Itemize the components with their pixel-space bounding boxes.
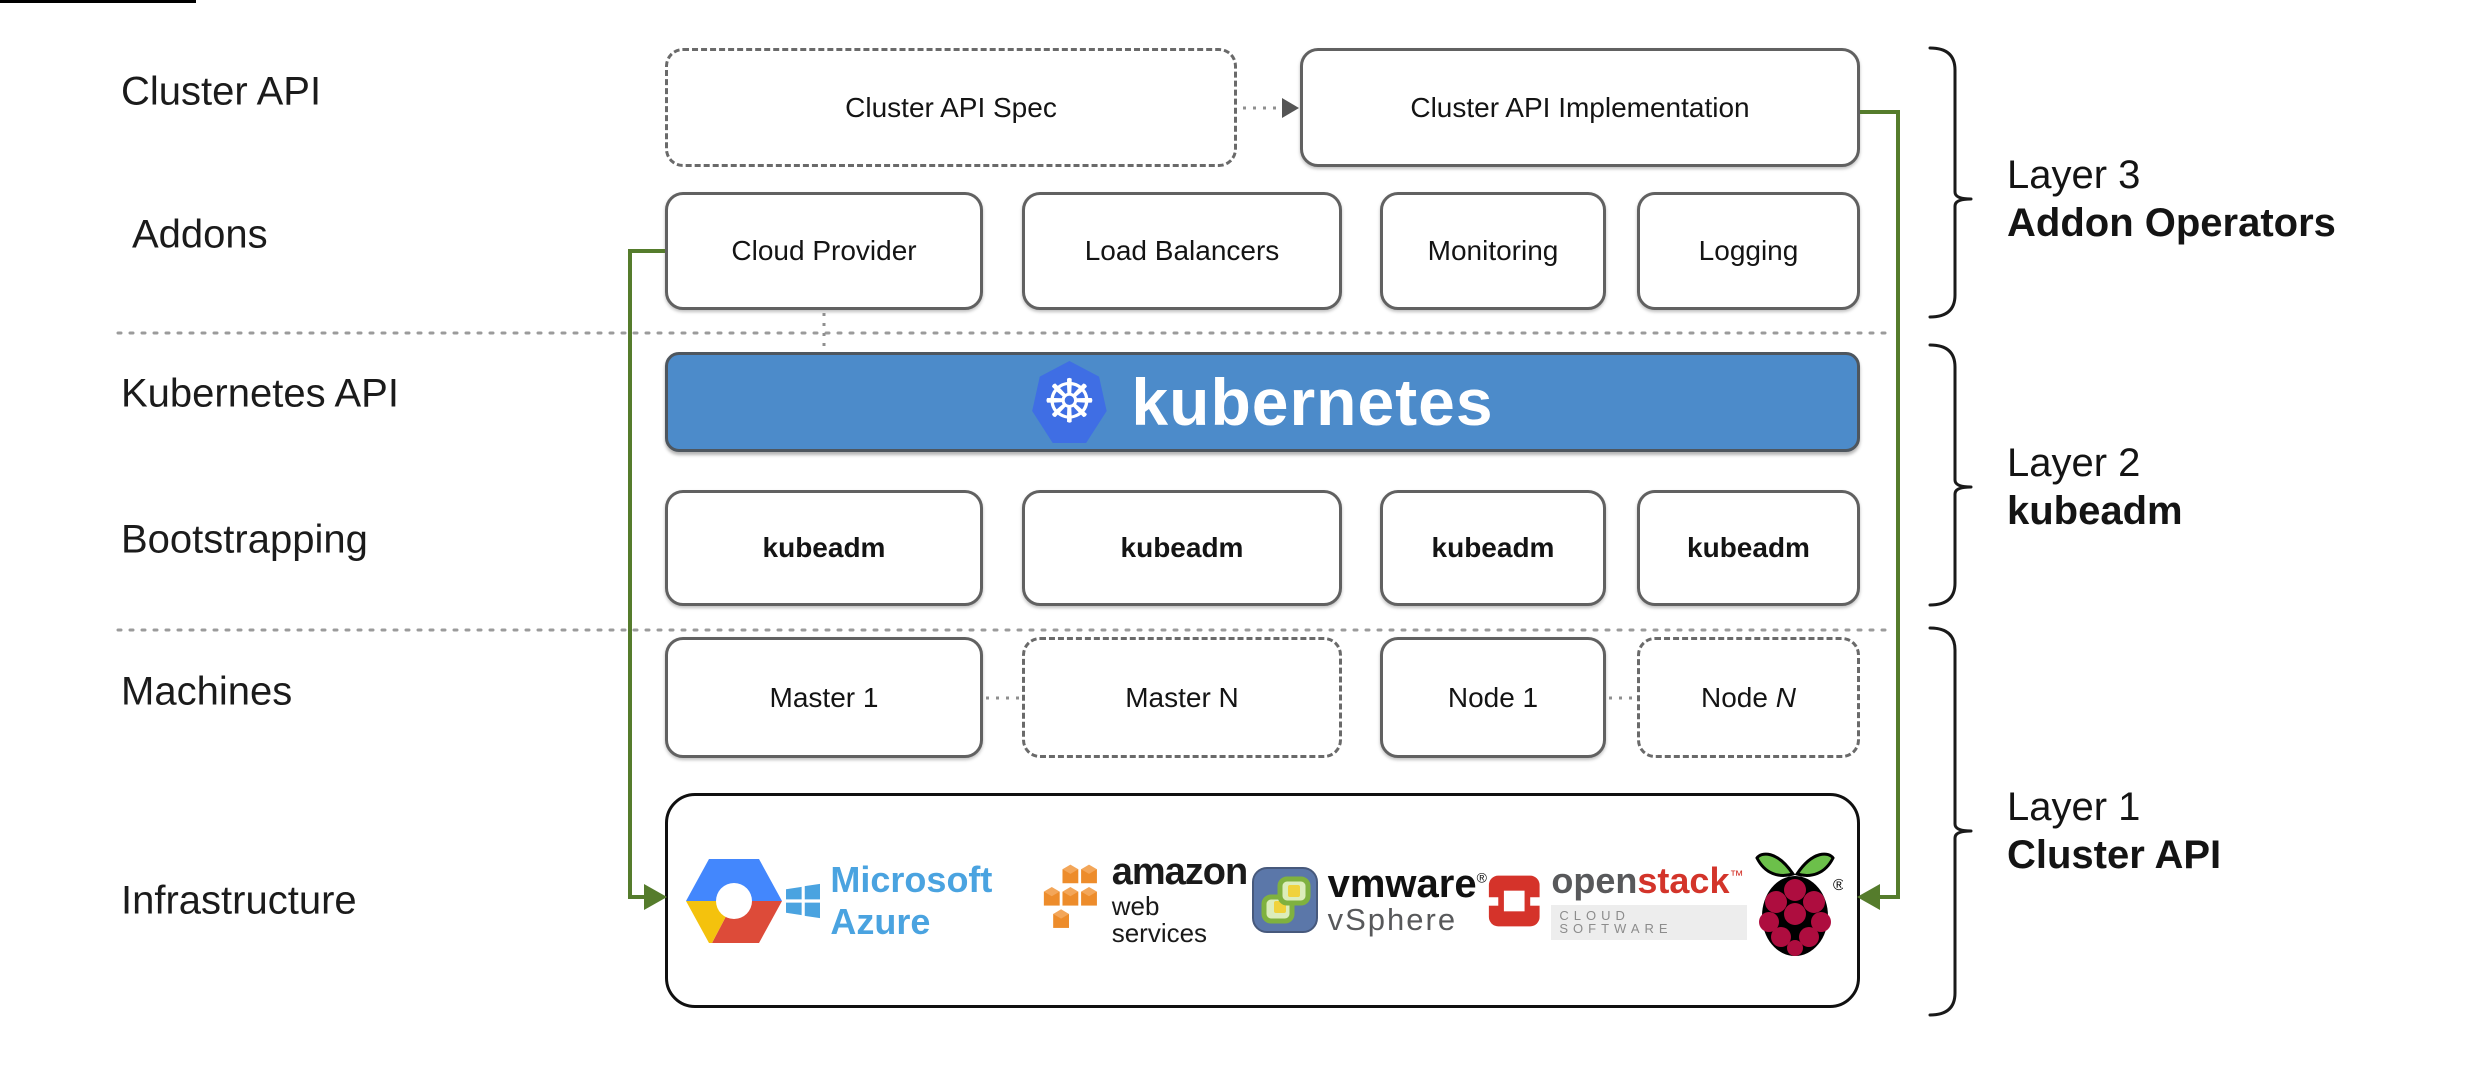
kubernetes-wheel-icon: ☸ (1032, 361, 1107, 443)
kubeadm-box-4: kubeadm (1637, 490, 1860, 606)
row-label-cluster-api: Cluster API (121, 69, 322, 114)
kubeadm-label: kubeadm (1431, 532, 1555, 563)
green-connector-left (628, 249, 665, 899)
cloud-provider-box: Cloud Provider (665, 192, 983, 310)
azure-label: Microsoft Azure (830, 858, 993, 942)
cloud-provider-label: Cloud Provider (731, 235, 917, 266)
spec-impl-arrowhead (1282, 98, 1299, 118)
green-arrowhead-right (1857, 884, 1880, 910)
aws-amazon-label: amazon (1111, 851, 1248, 894)
kubernetes-banner: ☸ kubernetes (665, 352, 1860, 452)
vsphere-label: vSphere (1327, 902, 1458, 938)
aws-cubes-icon (1043, 865, 1098, 929)
row-label-machines: Machines (121, 669, 293, 714)
infrastructure-box: Microsoft Azure ama (665, 793, 1860, 1008)
node-1-label: Node 1 (1447, 681, 1539, 713)
cluster-api-spec-label: Cluster API Spec (845, 91, 1057, 123)
layer3-title: Layer 3 (2007, 153, 2141, 197)
google-cloud-icon (686, 858, 782, 943)
kubeadm-label: kubeadm (1687, 532, 1810, 563)
load-balancers-box: Load Balancers (1022, 192, 1342, 310)
kubeadm-box-2: kubeadm (1022, 490, 1342, 606)
top-edge-artifact (0, 0, 196, 3)
layer1-label: Layer 1 Cluster API (2007, 783, 2221, 879)
openstack-icon (1486, 875, 1542, 926)
cluster-api-implementation-label: Cluster API Implementation (1410, 91, 1750, 123)
layer1-subtitle: Cluster API (2007, 833, 2222, 877)
layer2-subtitle: kubeadm (2007, 489, 2183, 533)
microsoft-flag-icon (786, 883, 821, 918)
monitoring-label: Monitoring (1427, 235, 1559, 266)
kubeadm-label: kubeadm (1120, 532, 1244, 563)
row-label-bootstrapping: Bootstrapping (121, 517, 368, 562)
cluster-api-implementation-box: Cluster API Implementation (1300, 48, 1860, 167)
node-n-label: Node N (1701, 681, 1796, 713)
logging-label: Logging (1698, 235, 1799, 266)
openstack-label: openstack™ (1551, 860, 1744, 902)
layer3-subtitle: Addon Operators (2007, 201, 2336, 245)
openstack-subtitle: CLOUD SOFTWARE (1551, 904, 1747, 940)
bracket-layer1 (1928, 626, 1973, 1017)
google-cloud-logo (682, 855, 786, 947)
layer3-label: Layer 3 Addon Operators (2007, 151, 2336, 247)
vmware-text: vmware® vSphere (1328, 864, 1487, 937)
green-arrowhead-left (644, 884, 667, 910)
kubernetes-banner-label: kubernetes (1131, 365, 1494, 439)
logging-box: Logging (1637, 192, 1860, 310)
load-balancers-label: Load Balancers (1084, 235, 1280, 266)
node-1-box: Node 1 (1380, 637, 1606, 758)
provider-logos-row: Microsoft Azure ama (668, 796, 1857, 1005)
vmware-icon (1251, 867, 1318, 934)
cluster-api-spec-box: Cluster API Spec (665, 48, 1237, 167)
aws-webservices-label: web services (1111, 891, 1208, 949)
raspberry-reg-mark: ® (1833, 877, 1843, 894)
master-n-box: Master N (1022, 637, 1342, 758)
row-label-addons: Addons (132, 212, 268, 257)
master-1-box: Master 1 (665, 637, 983, 758)
layer1-title: Layer 1 (2007, 785, 2141, 829)
green-connector-right (1860, 110, 1900, 899)
layer2-label: Layer 2 kubeadm (2007, 439, 2183, 535)
openstack-logo: openstack™ CLOUD SOFTWARE (1486, 861, 1747, 940)
row-label-infrastructure: Infrastructure (121, 878, 357, 923)
kubernetes-wheel-glyph: ☸ (1042, 367, 1097, 437)
aws-text: amazon web services (1111, 851, 1252, 949)
openstack-text: openstack™ CLOUD SOFTWARE (1551, 861, 1747, 940)
bracket-layer2 (1928, 343, 1973, 607)
monitoring-box: Monitoring (1380, 192, 1606, 310)
master-1-label: Master 1 (769, 681, 879, 713)
vmware-label: vmware® (1327, 862, 1487, 907)
vmware-vsphere-logo: vmware® vSphere (1251, 864, 1487, 937)
aws-logo: amazon web services (1042, 851, 1252, 949)
kubeadm-label: kubeadm (762, 532, 886, 563)
raspberry-pi-icon: ® (1755, 852, 1843, 956)
node-n-box: Node N (1637, 637, 1860, 758)
kubeadm-box-3: kubeadm (1380, 490, 1606, 606)
bracket-layer3 (1928, 46, 1973, 319)
layer2-title: Layer 2 (2007, 441, 2141, 485)
row-label-kubernetes-api: Kubernetes API (121, 371, 399, 416)
microsoft-azure-logo: Microsoft Azure (786, 859, 1042, 943)
kubeadm-box-1: kubeadm (665, 490, 983, 606)
raspberry-pi-logo: ® (1747, 844, 1843, 958)
master-n-label: Master N (1125, 681, 1239, 713)
